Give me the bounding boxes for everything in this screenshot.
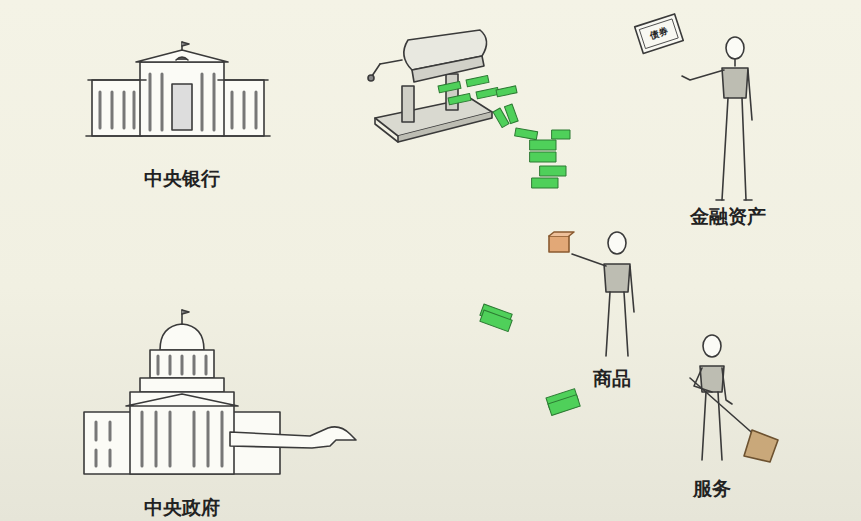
caption-label: 商品 (593, 368, 631, 389)
goods-figure (549, 232, 634, 356)
printing-press (368, 30, 570, 188)
caption-label: 中央政府 (144, 497, 220, 518)
caption-label: 金融资产 (690, 206, 766, 227)
caption-label: 服务 (693, 478, 731, 499)
investor-figure (682, 37, 752, 200)
cash-bundle (480, 304, 580, 415)
bond-certificate (635, 14, 684, 54)
sweeper-figure (690, 335, 778, 462)
caption-label: 中央银行 (144, 168, 220, 189)
central-bank-building (86, 42, 270, 136)
central-government-building (84, 310, 356, 474)
